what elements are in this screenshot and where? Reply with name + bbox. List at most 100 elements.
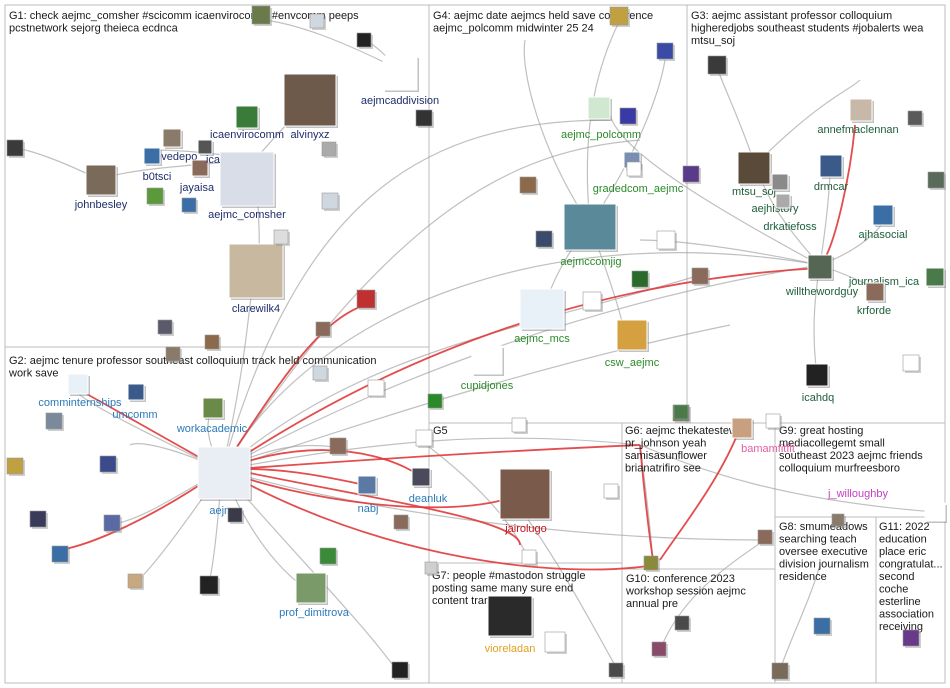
minor-avatar[interactable] <box>227 507 243 523</box>
minor-avatar[interactable] <box>321 192 339 210</box>
minor-avatar[interactable] <box>204 334 220 350</box>
minor-avatar[interactable] <box>643 555 659 571</box>
minor-avatar[interactable] <box>544 631 566 653</box>
node-annefmaclennan[interactable]: annefmaclennan <box>817 98 899 136</box>
node-vioreladan[interactable]: vioreladan <box>485 595 536 655</box>
node-aejmc-comsher[interactable]: aejmc_comsher <box>208 151 286 221</box>
minor-avatar[interactable] <box>707 55 727 75</box>
node-prof-dimitrova[interactable]: prof_dimitrova <box>279 572 350 619</box>
node-drmcar[interactable]: drmcar <box>814 154 849 193</box>
node-jairolugo[interactable]: jairolugo <box>499 468 552 535</box>
node-comminternships[interactable]: comminternships <box>38 373 122 409</box>
node-bamamfitfit[interactable]: bamamfitfit <box>731 417 795 455</box>
minor-avatar[interactable] <box>29 510 47 528</box>
node-icahdq[interactable]: icahdq <box>802 363 834 404</box>
node-jayaisa[interactable]: jayaisa <box>179 159 215 194</box>
node-alvinyxz[interactable]: alvinyxz <box>283 73 338 141</box>
minor-avatar[interactable] <box>656 42 674 60</box>
node-ica[interactable]: ica <box>197 139 221 166</box>
minor-avatar[interactable] <box>535 230 553 248</box>
avatar <box>775 193 791 209</box>
minor-avatar[interactable] <box>902 354 920 372</box>
minor-avatar[interactable] <box>771 662 789 680</box>
node-aejmc-polcomm[interactable]: aejmc_polcomm <box>561 96 641 141</box>
minor-avatar[interactable] <box>907 110 923 126</box>
minor-avatar[interactable] <box>199 575 219 595</box>
minor-avatar[interactable] <box>831 513 845 527</box>
minor-avatar[interactable] <box>6 139 24 157</box>
minor-avatar[interactable] <box>391 661 409 679</box>
minor-avatar[interactable] <box>682 165 700 183</box>
minor-avatar[interactable] <box>765 413 781 429</box>
node-nabj[interactable]: nabj <box>357 475 379 515</box>
minor-avatar[interactable] <box>757 529 773 545</box>
avatar <box>235 105 259 129</box>
minor-avatar[interactable] <box>99 455 117 473</box>
minor-avatar[interactable] <box>127 573 143 589</box>
node-j-willoughby[interactable]: j_willoughby <box>827 488 947 523</box>
minor-avatar[interactable] <box>424 561 438 575</box>
node-icaenvirocomm[interactable]: icaenvirocomm <box>210 105 284 141</box>
minor-avatar[interactable] <box>103 514 121 532</box>
minor-avatar[interactable] <box>315 321 331 337</box>
node-umcomm[interactable]: umcomm <box>112 383 158 421</box>
minor-avatar[interactable] <box>329 437 347 455</box>
minor-avatar[interactable] <box>674 615 690 631</box>
node-mtsu-soj[interactable]: mtsu_soj <box>732 151 776 198</box>
minor-avatar[interactable] <box>603 483 619 499</box>
minor-avatar[interactable] <box>165 346 181 362</box>
minor-avatar[interactable] <box>181 197 197 213</box>
minor-avatar[interactable] <box>367 379 385 397</box>
node-aejmcaddivision[interactable]: aejmcaddivision <box>361 55 439 107</box>
minor-avatar[interactable] <box>626 161 642 177</box>
minor-avatar[interactable] <box>651 641 667 657</box>
node-csw-aejmc[interactable]: csw_aejmc <box>605 319 660 369</box>
minor-avatar[interactable] <box>319 547 337 565</box>
minor-avatar[interactable] <box>45 412 63 430</box>
minor-avatar[interactable] <box>902 629 920 647</box>
node-krforde[interactable]: krforde <box>857 282 891 317</box>
node-aejmccomjig[interactable]: aejmccomjig <box>560 203 622 268</box>
minor-avatar[interactable] <box>415 109 433 127</box>
minor-avatar[interactable] <box>511 417 527 433</box>
minor-avatar[interactable] <box>6 457 24 475</box>
node-cupidjones[interactable]: cupidjones <box>461 345 514 392</box>
node-workacademic[interactable]: workacademic <box>176 397 248 435</box>
minor-avatar[interactable] <box>619 107 637 125</box>
minor-avatar[interactable] <box>519 176 537 194</box>
node-aejmc[interactable]: aejmc <box>197 446 252 517</box>
minor-avatar[interactable] <box>356 32 372 48</box>
minor-avatar[interactable] <box>631 270 649 288</box>
node-aejmc-mcs[interactable]: aejmc_mcs <box>514 288 570 345</box>
node-willthewordguy[interactable]: willthewordguy <box>785 254 859 298</box>
minor-avatar[interactable] <box>427 393 443 409</box>
minor-avatar[interactable] <box>157 319 173 335</box>
minor-avatar[interactable] <box>51 545 69 563</box>
node-clarewilk4[interactable]: clarewilk4 <box>228 243 285 315</box>
minor-avatar[interactable] <box>309 13 325 29</box>
minor-avatar[interactable] <box>673 404 689 420</box>
minor-avatar[interactable] <box>356 289 376 309</box>
minor-avatar[interactable] <box>146 187 164 205</box>
node-johnbesley[interactable]: johnbesley <box>74 164 128 211</box>
minor-avatar[interactable] <box>521 549 537 565</box>
minor-avatar[interactable] <box>691 267 709 285</box>
minor-avatar[interactable] <box>582 291 602 311</box>
minor-avatar[interactable] <box>927 171 945 189</box>
node-deanluk[interactable]: deanluk <box>409 467 448 505</box>
minor-avatar[interactable] <box>312 365 328 381</box>
minor-avatar[interactable] <box>415 429 433 447</box>
minor-avatar[interactable] <box>609 6 629 26</box>
minor-avatar[interactable] <box>251 5 271 25</box>
minor-avatar[interactable] <box>321 141 337 157</box>
minor-avatar[interactable] <box>273 229 289 245</box>
minor-avatar[interactable] <box>608 662 624 678</box>
node-drkatiefoss[interactable]: drkatiefoss <box>763 193 817 233</box>
minor-avatar[interactable] <box>656 230 676 250</box>
minor-avatar[interactable] <box>813 617 831 635</box>
minor-avatar[interactable] <box>393 514 409 530</box>
node-b0tsci[interactable]: b0tsci <box>143 147 172 183</box>
node-journalism-ica[interactable]: journalism_ica <box>848 267 946 288</box>
node-ajhasocial[interactable]: ajhasocial <box>859 204 908 241</box>
